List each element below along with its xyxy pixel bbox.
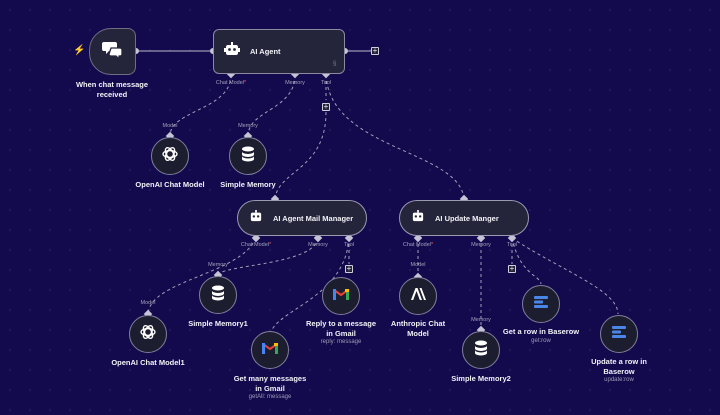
add-tool-button[interactable]: +: [322, 102, 330, 111]
openai-icon: [161, 145, 179, 168]
simple-memory-port-label: Memory: [238, 123, 258, 129]
simple-memory1-port-label: Memory: [208, 262, 228, 268]
database-icon: [474, 340, 488, 361]
update-baserow-node[interactable]: [600, 315, 638, 353]
openai-model-port-label: Model: [162, 123, 178, 129]
openai-chat-model-node[interactable]: [151, 137, 189, 175]
mail-manager-chat-model-port[interactable]: Chat Model*: [240, 242, 272, 248]
openai-icon: [139, 323, 157, 346]
robot-icon: [224, 42, 240, 61]
anthropic-icon: [410, 287, 426, 305]
update-manager-chat-model-port[interactable]: Chat Model*: [402, 242, 434, 248]
mail-manager-memory-port[interactable]: Memory: [308, 242, 328, 248]
update-baserow-operation: update:row: [604, 377, 634, 383]
simple-memory1-node[interactable]: [199, 276, 237, 314]
reply-gmail-node[interactable]: [322, 277, 360, 315]
openai-chat-model-label: OpenAI Chat Model: [135, 180, 205, 189]
mail-manager-add-tool-button[interactable]: +: [345, 264, 353, 273]
simple-memory1-label: Simple Memory1: [188, 319, 248, 328]
anthropic-model-port-label: Model: [410, 262, 426, 268]
robot-icon: [411, 209, 425, 227]
reply-gmail-operation: reply: message: [320, 339, 362, 345]
robot-icon: [249, 209, 263, 227]
chat-bubbles-icon: [101, 39, 124, 64]
ai-agent-badge: §: [333, 61, 337, 67]
chat-trigger-node[interactable]: [89, 28, 136, 75]
get-baserow-operation: get:row: [531, 338, 551, 344]
get-baserow-node[interactable]: [522, 285, 560, 323]
simple-memory-node[interactable]: [229, 137, 267, 175]
add-node-button[interactable]: +: [371, 46, 379, 55]
mail-manager-tool-port[interactable]: Tool: [343, 242, 355, 248]
ai-agent-chat-model-port[interactable]: Chat Model*: [215, 80, 247, 86]
update-manager-tool-port[interactable]: Tool: [506, 242, 518, 248]
gmail-icon: [262, 341, 278, 359]
openai-model1-port-label: Model: [140, 300, 156, 306]
simple-memory2-port-label: Memory: [471, 317, 491, 323]
simple-memory2-label: Simple Memory2: [451, 374, 511, 383]
get-gmail-operation: getAll: message: [248, 394, 292, 400]
openai-chat-model1-node[interactable]: [129, 315, 167, 353]
anthropic-chat-model-node[interactable]: [399, 277, 437, 315]
simple-memory2-node[interactable]: [462, 331, 500, 369]
gmail-icon: [333, 287, 349, 305]
baserow-icon: [612, 325, 626, 343]
get-gmail-node[interactable]: [251, 331, 289, 369]
database-icon: [211, 285, 225, 306]
update-manager-add-tool-button[interactable]: +: [508, 264, 516, 273]
ai-update-manager-node[interactable]: AI Update Manger: [399, 200, 529, 236]
ai-agent-mail-manager-node[interactable]: AI Agent Mail Manager: [237, 200, 367, 236]
update-manager-memory-port[interactable]: Memory: [471, 242, 491, 248]
ai-agent-tool-port[interactable]: Tool: [320, 80, 332, 86]
ai-agent-title: AI Agent: [250, 47, 281, 56]
update-manager-title: AI Update Manger: [435, 213, 499, 223]
trigger-bolt-icon: ⚡: [73, 45, 86, 56]
ai-agent-node[interactable]: AI Agent: [213, 29, 345, 74]
simple-memory-label: Simple Memory: [220, 180, 276, 189]
get-baserow-label: Get a row in Baserow: [502, 327, 580, 336]
database-icon: [241, 146, 255, 167]
baserow-icon: [534, 295, 548, 313]
ai-agent-memory-port[interactable]: Memory: [285, 80, 305, 86]
openai-chat-model1-label: OpenAI Chat Model1: [111, 358, 185, 367]
mail-manager-title: AI Agent Mail Manager: [273, 213, 354, 223]
